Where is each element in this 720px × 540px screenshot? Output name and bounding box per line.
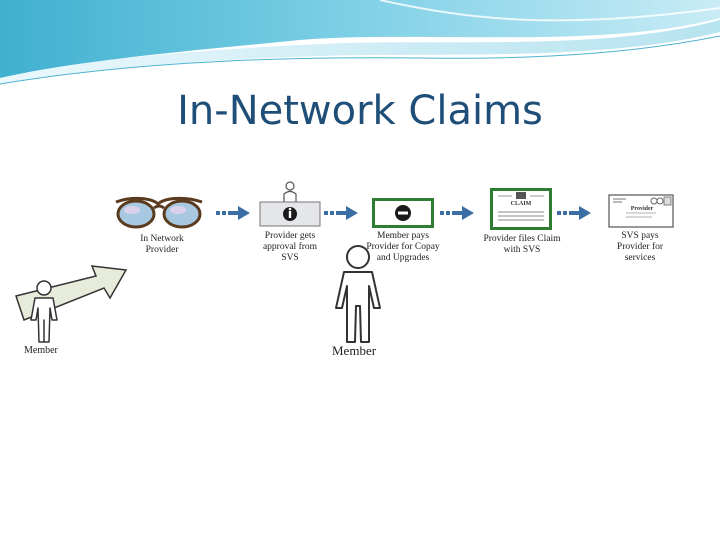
slide-title: In-Network Claims xyxy=(177,88,543,134)
flow-arrow-1 xyxy=(216,206,250,220)
member-figure-center xyxy=(335,245,381,343)
step-caption-2-line-1: Provider gets xyxy=(264,231,316,241)
header-wave-decoration xyxy=(0,0,720,85)
step-caption-4: Provider files Claim with SVS xyxy=(478,234,566,256)
step-caption-1-line-2: Provider xyxy=(145,245,179,255)
member-with-arrow-illustration xyxy=(15,265,128,343)
eyeglasses-icon xyxy=(115,196,203,229)
step-caption-2: Provider gets approval from SVS xyxy=(250,231,330,264)
member-label-center: Member xyxy=(332,343,377,358)
step-caption-1-line-1: In Network xyxy=(140,234,184,244)
step-caption-2-line-2: approval from xyxy=(262,242,318,252)
step-caption-5-line-2: Provider for xyxy=(616,242,664,252)
step-caption-3: Member pays Provider for Copay and Upgra… xyxy=(358,231,448,264)
minus-sign-icon xyxy=(372,198,434,228)
flow-arrow-3 xyxy=(440,206,474,220)
step-caption-5-line-1: SVS pays xyxy=(621,231,659,241)
info-kiosk-icon xyxy=(259,181,321,227)
flow-arrow-2 xyxy=(324,206,358,220)
step-caption-5-line-3: services xyxy=(624,253,656,263)
envelope-frame xyxy=(608,194,674,228)
step-caption-5: SVS pays Provider for services xyxy=(600,231,680,264)
step-caption-4-line-2: with SVS xyxy=(503,245,541,255)
envelope-label: Provider xyxy=(630,206,654,212)
step-caption-3-line-3: and Upgrades xyxy=(376,253,430,263)
step-caption-1: In Network Provider xyxy=(115,234,209,256)
claim-form-frame xyxy=(490,188,552,230)
claim-form-icon: CLAIM xyxy=(490,188,552,230)
claim-form-label: CLAIM xyxy=(510,201,532,207)
member-label-left: Member xyxy=(24,345,58,356)
step-caption-3-line-1: Member pays xyxy=(377,231,429,241)
flow-arrow-4 xyxy=(557,206,591,220)
step-caption-2-line-3: SVS xyxy=(281,253,299,263)
step-caption-4-line-1: Provider files Claim xyxy=(483,234,561,244)
envelope-icon: Provider xyxy=(608,194,674,228)
step-caption-3-line-2: Provider for Copay xyxy=(366,242,440,252)
